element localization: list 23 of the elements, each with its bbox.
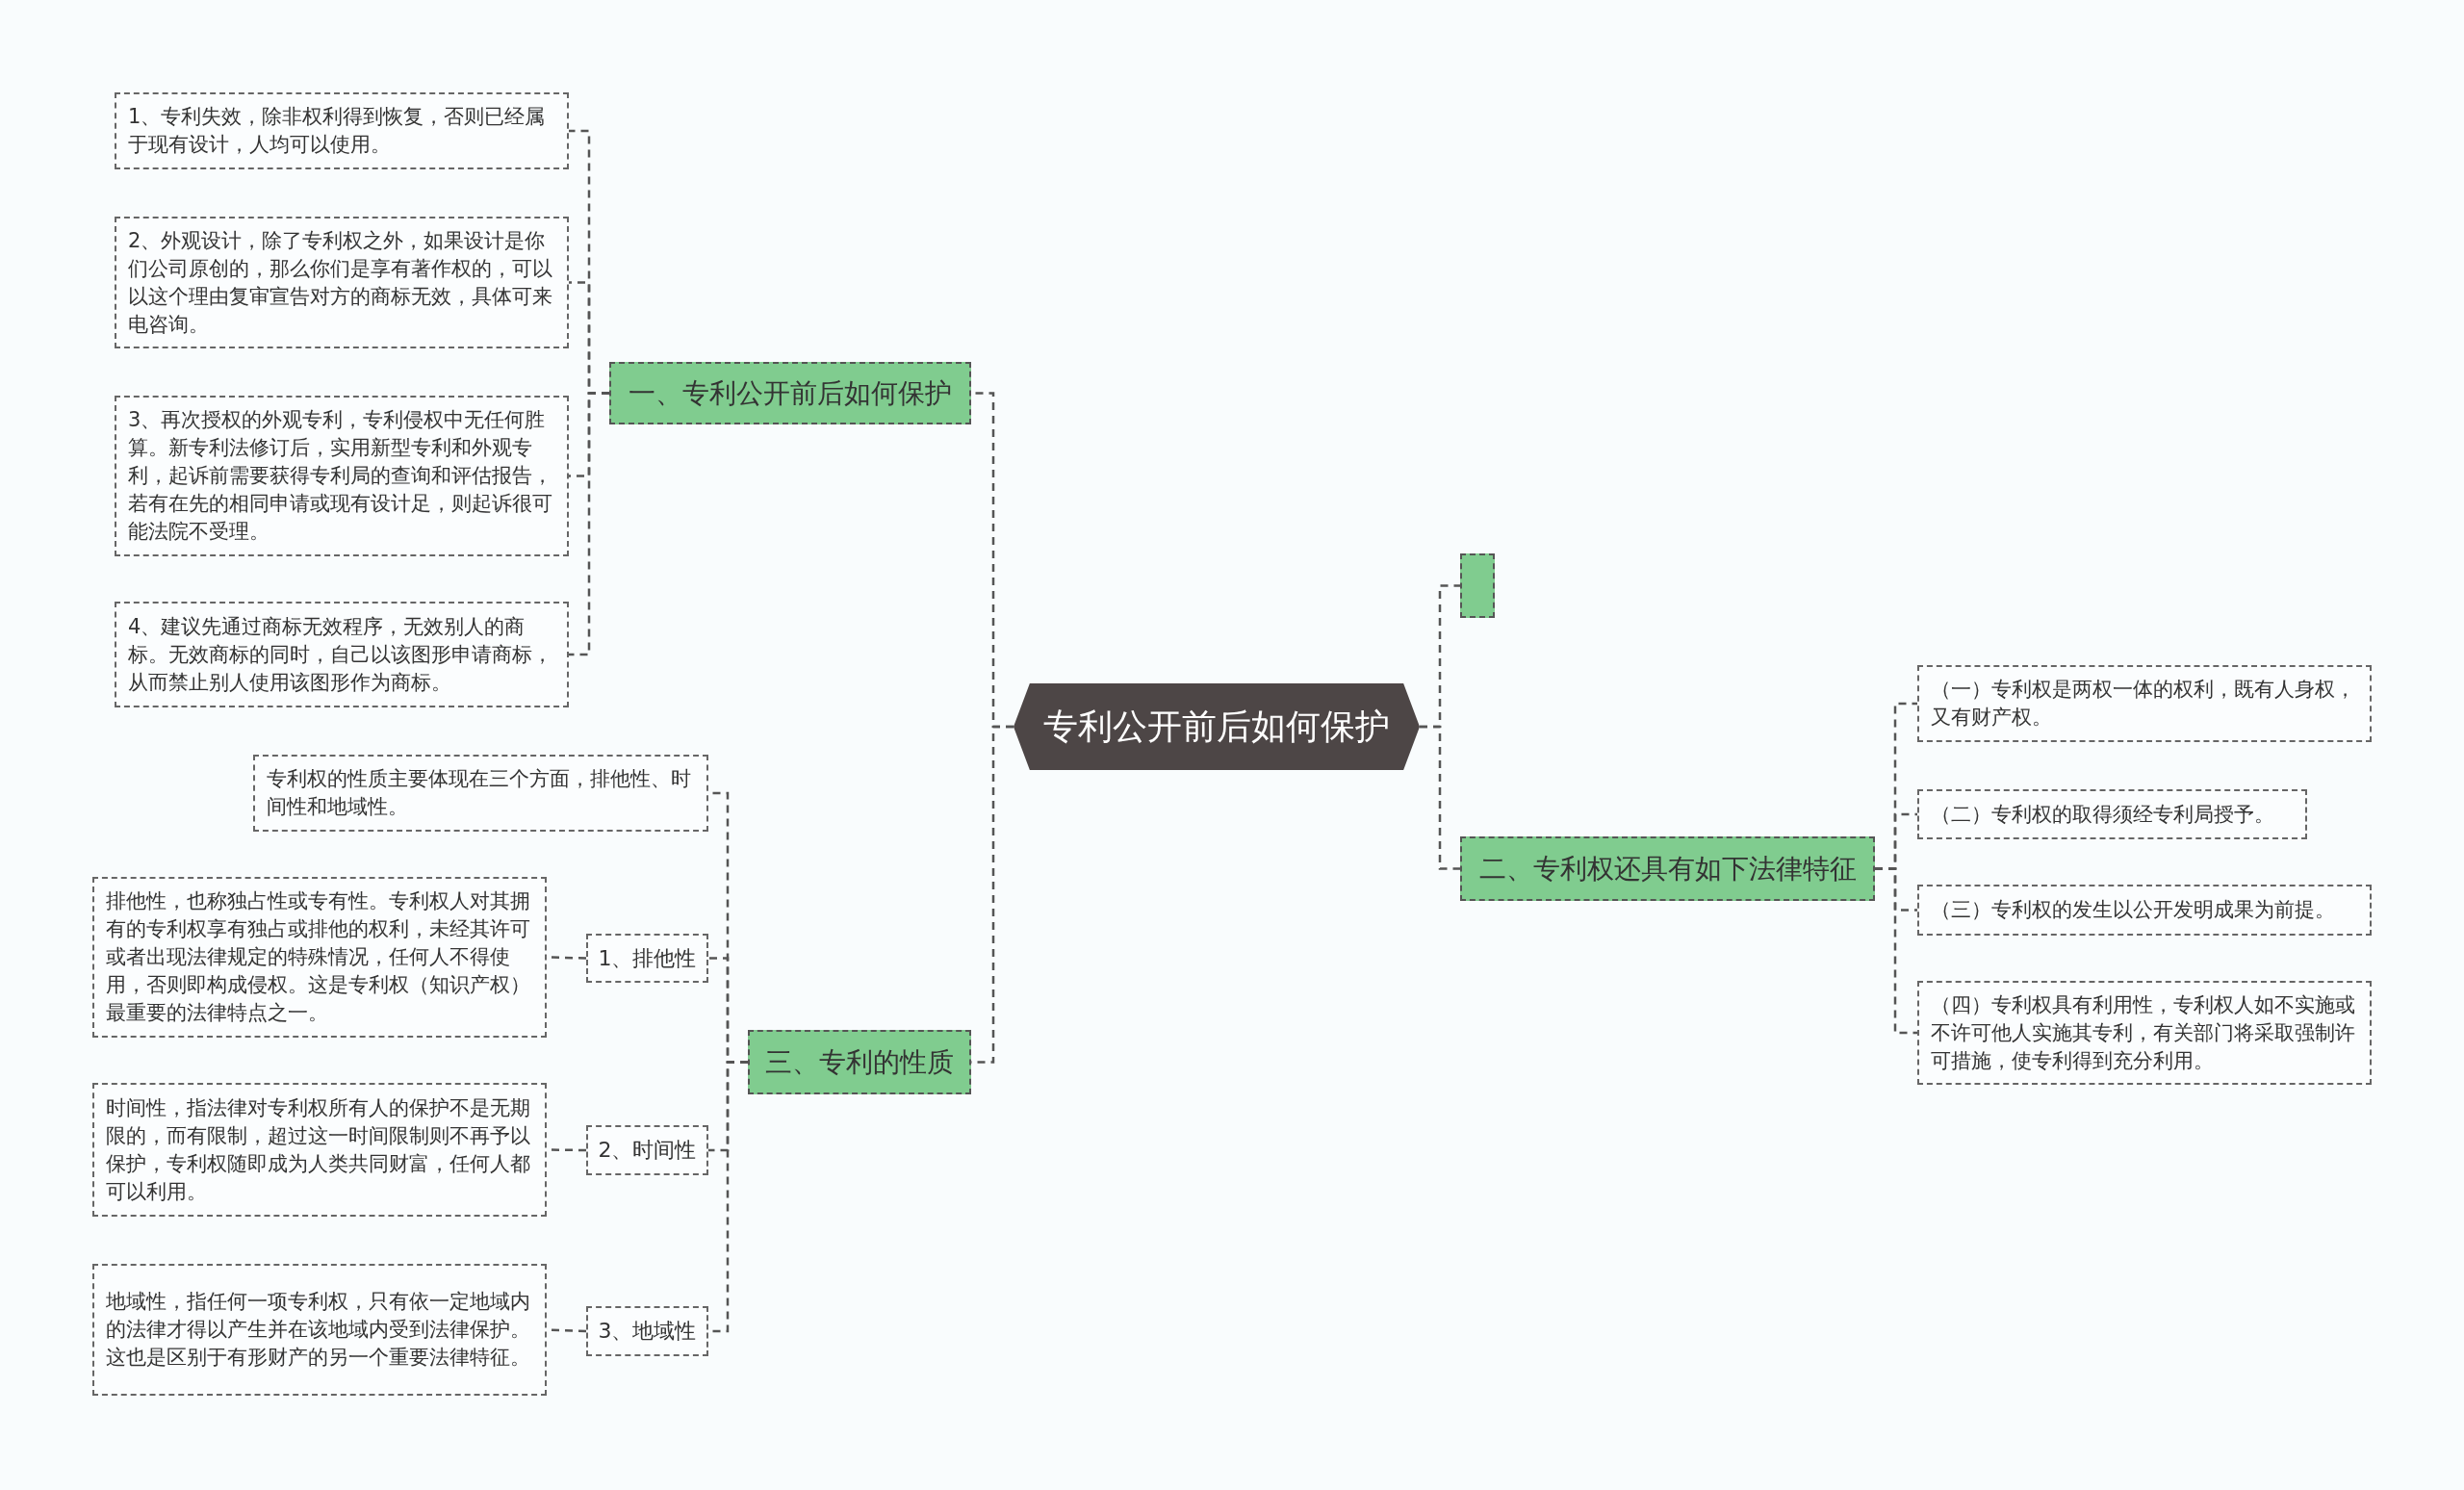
note-box: 专利权的性质主要体现在三个方面，排他性、时间性和地域性。 xyxy=(253,755,708,832)
note-box: （四）专利权具有利用性，专利权人如不实施或不许可他人实施其专利，有关部门将采取强制许可措施，使专利得到充分利用。 xyxy=(1917,981,2372,1085)
subtopic-box: 1、排他性 xyxy=(586,934,708,983)
subtopic-box: 2、时间性 xyxy=(586,1125,708,1175)
note-box: 排他性，也称独占性或专有性。专利权人对其拥有的专利权享有独占或排他的权利，未经其许可或者出现法律规定的特殊情况，任何人不得使用，否则即构成侵权。这是专利权（知识产权）最重要的法律特点之一。 xyxy=(92,877,547,1038)
note-box: （一）专利权是两权一体的权利，既有人身权，又有财产权。 xyxy=(1917,665,2372,742)
note-box: 地域性，指任何一项专利权，只有依一定地域内的法律才得以产生并在该地域内受到法律保护。这也是区别于有形财产的另一个重要法律特征。 xyxy=(92,1264,547,1396)
topic-box: 三、专利的性质 xyxy=(748,1030,971,1094)
connector-line xyxy=(1875,867,1917,1035)
connector-line xyxy=(1420,725,1460,870)
note-box: 1、专利失效，除非权利得到恢复，否则已经属于现有设计，人均可以使用。 xyxy=(115,92,569,169)
note-box: （三）专利权的发生以公开发明成果为前提。 xyxy=(1917,885,2372,936)
subtopic-box: 3、地域性 xyxy=(586,1306,708,1356)
central-topic: 专利公开前后如何保护 xyxy=(1014,683,1420,770)
connector-line xyxy=(569,392,609,656)
topic-box: 二、专利权还具有如下法律特征 xyxy=(1460,836,1875,901)
note-box: 时间性，指法律对专利权所有人的保护不是无期限的，而有限制，超过这一时间限制则不再予以保护，专利权随即成为人类共同财富，任何人都可以利用。 xyxy=(92,1083,547,1217)
empty-topic-box xyxy=(1460,553,1495,618)
note-box: 4、建议先通过商标无效程序，无效别人的商标。无效商标的同时，自己以该图形申请商标，从而禁止别人使用该图形作为商标。 xyxy=(115,602,569,707)
note-box: 2、外观设计，除了专利权之外，如果设计是你们公司原创的，那么你们是享有著作权的，可以以这个理由复审宣告对方的商标无效，具体可来电咨询。 xyxy=(115,217,569,348)
note-box: 3、再次授权的外观专利，专利侵权中无任何胜算。新专利法修订后，实用新型专利和外观专利，起诉前需要获得专利局的查询和评估报告，若有在先的相同申请或现有设计足，则起诉很可能法院不受理。 xyxy=(115,396,569,556)
note-box: （二）专利权的取得须经专利局授予。 xyxy=(1917,789,2307,839)
topic-box: 一、专利公开前后如何保护 xyxy=(609,362,971,424)
